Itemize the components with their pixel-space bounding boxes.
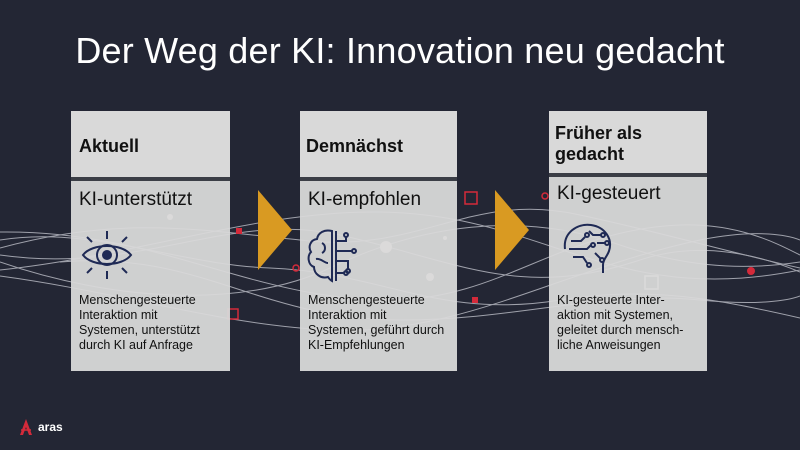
aras-logo-mark-icon — [20, 419, 32, 435]
description-line: Systemen, unterstützt — [79, 323, 200, 337]
stage-card-current: Aktuell KI-unterstützt Menschengesteuert… — [71, 111, 230, 371]
aras-logo: aras — [18, 418, 63, 436]
heading-line: gedacht — [555, 144, 625, 164]
stage-subtitle: KI-gesteuert — [557, 183, 661, 204]
stage-subtitle: KI-unterstützt — [79, 189, 192, 210]
card-divider — [549, 173, 707, 177]
stage-subtitle: KI-empfohlen — [308, 189, 422, 210]
description-line: durch KI auf Anfrage — [79, 338, 193, 352]
card-divider — [71, 177, 230, 181]
stage-heading: Früher als gedacht — [549, 111, 707, 173]
description-line: Menschengesteuerte — [308, 293, 425, 307]
stage-description: KI-gesteuerte Inter- aktion mit Systemen… — [557, 293, 683, 353]
card-divider — [300, 177, 457, 181]
arrow-right-icon — [258, 190, 292, 270]
stage-body: KI-gesteuert KI-gesteuerte Inter- aktion… — [549, 177, 707, 371]
stage-card-upcoming: Demnächst KI-empfohlen Menschengesteuert… — [300, 111, 457, 371]
description-line: Systemen, geführt durch — [308, 323, 445, 337]
description-line: Menschengesteuerte — [79, 293, 196, 307]
stage-heading: Aktuell — [71, 111, 230, 177]
description-line: KI-Empfehlungen — [308, 338, 405, 352]
stage-card-sooner: Früher als gedacht KI-gesteuert KI-geste… — [549, 111, 707, 371]
description-line: Interaktion mit — [308, 308, 387, 322]
head-circuit-icon — [563, 223, 611, 273]
heading-line: Früher als — [555, 123, 643, 143]
stage-heading-text: Demnächst — [306, 136, 404, 156]
stage-description: Menschengesteuerte Interaktion mit Syste… — [308, 293, 444, 353]
description-line: KI-gesteuerte Inter- — [557, 293, 665, 307]
logo-text: aras — [38, 420, 63, 434]
slide-title: Der Weg der KI: Innovation neu gedacht — [75, 30, 725, 71]
stage-description: Menschengesteuerte Interaktion mit Syste… — [79, 293, 200, 353]
description-line: liche Anweisungen — [557, 338, 661, 352]
stage-heading-text: Früher als gedacht — [555, 123, 642, 165]
stage-body: KI-empfohlen Menschengesteuerte Interakt… — [300, 181, 457, 371]
stage-heading-text: Aktuell — [79, 136, 140, 156]
stage-body: KI-unterstützt Menschengesteuerte Intera… — [71, 181, 230, 371]
description-line: Interaktion mit — [79, 308, 158, 322]
eye-icon — [81, 231, 133, 279]
brain-circuit-icon — [307, 229, 357, 283]
description-line: geleitet durch mensch- — [557, 323, 684, 337]
stage-heading: Demnächst — [300, 111, 457, 177]
arrow-right-icon — [495, 190, 529, 270]
description-line: aktion mit Systemen, — [557, 308, 674, 322]
